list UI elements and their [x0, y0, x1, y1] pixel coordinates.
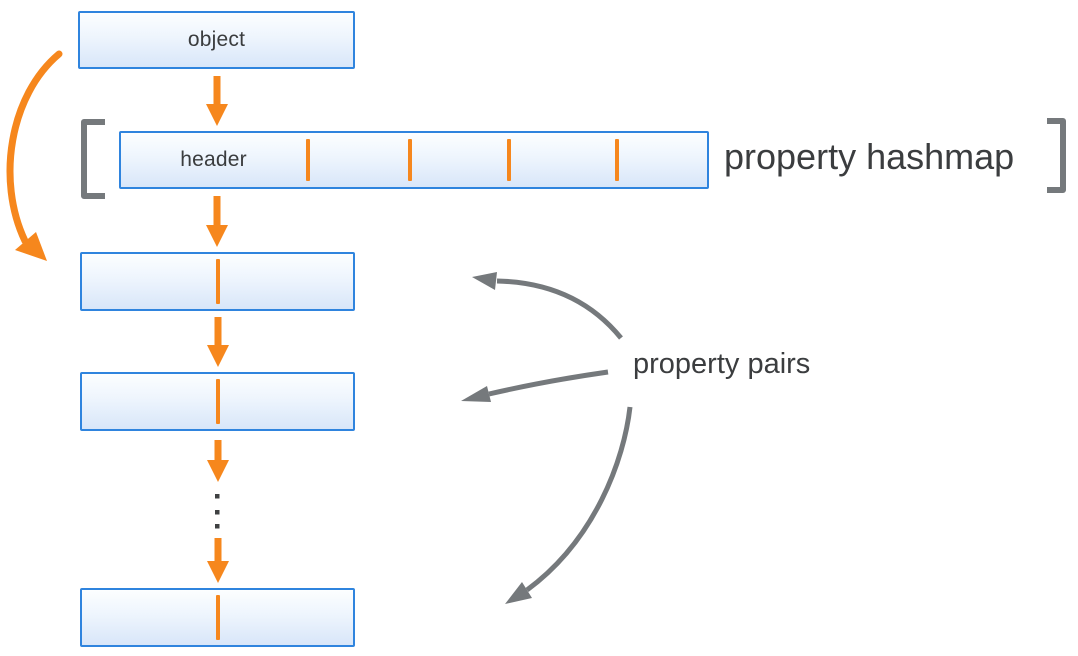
- arrow-down-ellipsis-to-pairN-icon: [207, 538, 229, 583]
- object-node: object: [78, 11, 355, 69]
- ellipsis-dots-icon: [215, 494, 220, 529]
- pair-divider: [215, 259, 220, 304]
- arrow-down-hashmap-to-pair1-icon: [206, 196, 228, 247]
- slot-divider: [507, 139, 511, 181]
- curved-arrow-object-to-pairs-icon: [6, 50, 63, 261]
- slot-divider: [306, 139, 310, 181]
- hashmap-node: header: [119, 131, 709, 189]
- hashmap-caption: property hashmap: [724, 136, 1015, 177]
- property-pairs-caption: property pairs: [633, 348, 811, 380]
- right-bracket-icon: [1047, 118, 1066, 193]
- pair-divider: [215, 379, 220, 424]
- property-pair-node: [80, 252, 355, 311]
- property-pair-node: [80, 588, 355, 647]
- slot-divider: [408, 139, 412, 181]
- arrow-down-pair1-to-pair2-icon: [207, 317, 229, 367]
- slot-divider: [615, 139, 619, 181]
- header-label: header: [180, 148, 247, 171]
- left-bracket-icon: [81, 119, 105, 199]
- object-label: object: [187, 28, 246, 51]
- arrow-down-object-to-hashmap-icon: [206, 76, 228, 126]
- pair-divider: [215, 595, 220, 640]
- gray-arrow-to-pair2-icon: [461, 369, 609, 402]
- gray-arrow-to-pair1-icon: [472, 272, 623, 340]
- arrow-down-pair2-to-ellipsis-icon: [207, 440, 229, 482]
- gray-arrow-to-pairN-icon: [505, 406, 633, 604]
- property-pair-node: [80, 372, 355, 431]
